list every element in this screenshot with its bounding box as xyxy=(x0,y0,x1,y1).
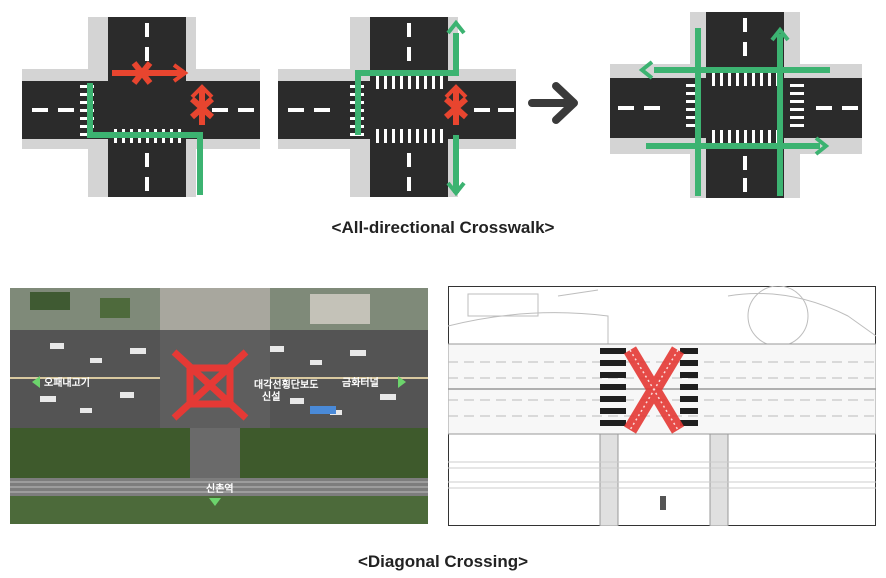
aerial-photo: 오패내고기 금화터널 대각선횡단보도 신설 신촌역 xyxy=(10,288,428,524)
caption-all-directional: <All-directional Crosswalk> xyxy=(331,218,555,237)
intersection-diagram-2 xyxy=(278,17,516,197)
intersection-diagram-3 xyxy=(610,12,862,198)
intersection-diagram-1 xyxy=(22,17,260,197)
right-arrow-icon xyxy=(528,82,578,124)
photo-label-center-2: 신설 xyxy=(262,390,280,403)
caption-diagonal: <Diagonal Crossing> xyxy=(357,552,529,571)
photo-label-center-1: 대각선횡단보도 xyxy=(254,378,318,391)
photo-label-bottom: 신촌역 xyxy=(206,482,234,495)
plan-drawing xyxy=(448,286,876,526)
photo-label-right: 금화터널 xyxy=(342,376,379,389)
photo-label-left: 오패내고기 xyxy=(44,376,90,389)
